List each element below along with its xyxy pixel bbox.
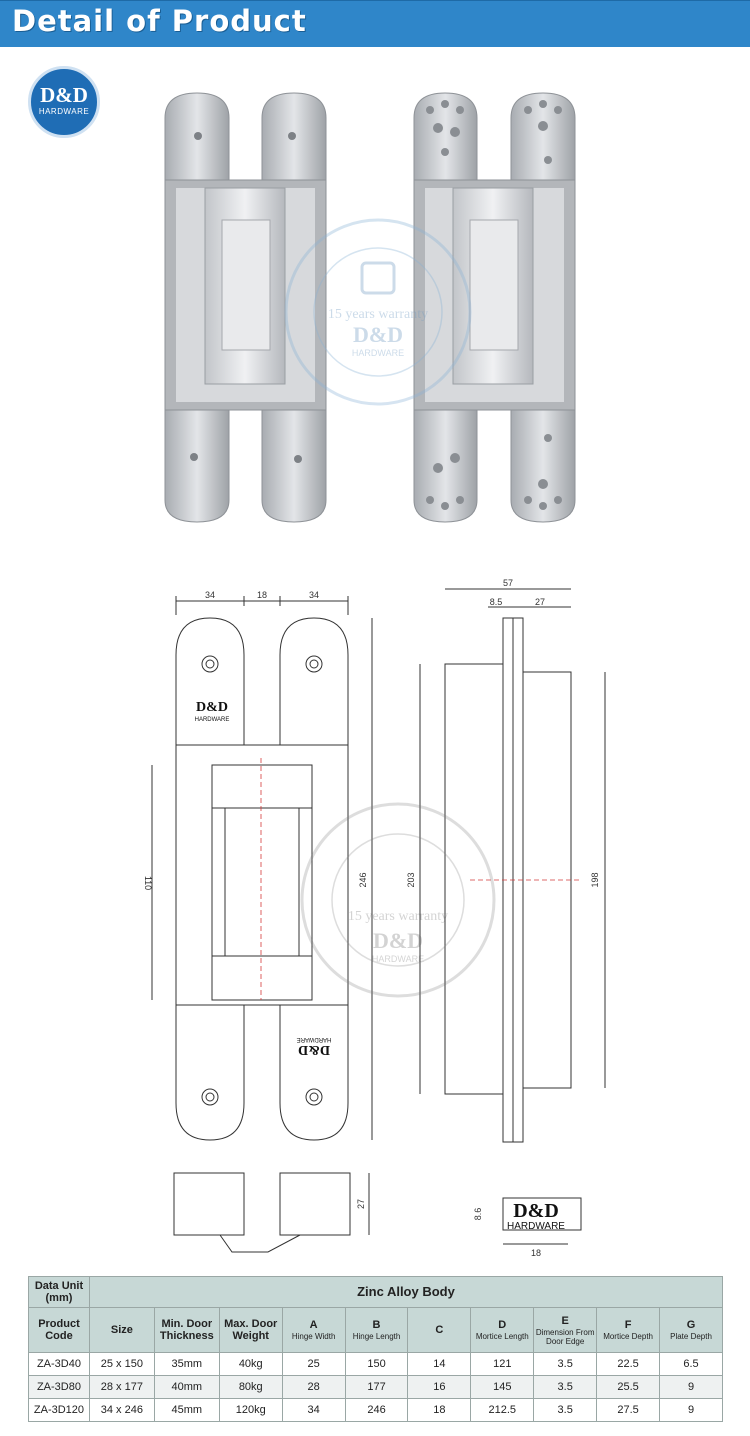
cell-size: 34 x 246: [88, 1398, 155, 1422]
dim-legend-86: 8.6: [473, 1208, 483, 1221]
cell-c: 18: [407, 1398, 472, 1422]
watermark-main: D&D: [353, 322, 403, 347]
dim-top-left: 34: [205, 590, 215, 600]
watermark-drawing: 15 years warranty D&D HARDWARE: [300, 802, 496, 998]
dim-side-a: 8.5: [490, 597, 503, 607]
cell-a: 28: [281, 1375, 346, 1399]
dim-top-right: 34: [309, 590, 319, 600]
cell-max: 120kg: [218, 1398, 283, 1422]
technical-drawing: 15 years warranty D&D HARDWARE 34 18 34 …: [143, 578, 606, 1258]
legend-logo-main: D&D: [513, 1200, 559, 1222]
plate-bottom-right: [279, 1005, 349, 1141]
dim-legend-18: 18: [531, 1248, 541, 1258]
plate-logo-sub-flipped: HARDWARE: [297, 1036, 332, 1042]
cell-f: 27.5: [596, 1398, 661, 1422]
cell-code: ZA-3D120: [28, 1398, 90, 1422]
cell-g: 6.5: [659, 1352, 723, 1376]
cell-max: 80kg: [218, 1375, 283, 1399]
cell-a: 34: [281, 1398, 346, 1422]
cell-code: ZA-3D40: [28, 1352, 90, 1376]
cell-f: 22.5: [596, 1352, 661, 1376]
legend-logo-sub: HARDWARE: [507, 1221, 565, 1232]
cell-f: 25.5: [596, 1375, 661, 1399]
cell-e: 3.5: [533, 1352, 598, 1376]
cell-c: 14: [407, 1352, 472, 1376]
cell-b: 150: [344, 1352, 409, 1376]
watermark-drawing-warranty: 15 years warranty: [348, 909, 448, 924]
dim-top-mid: 18: [257, 590, 267, 600]
cell-g: 9: [659, 1375, 723, 1399]
th-product-code: Product Code: [28, 1307, 90, 1353]
cell-e: 3.5: [533, 1398, 598, 1422]
plate-logo-sub: HARDWARE: [195, 717, 230, 723]
dim-height-198: 198: [590, 872, 600, 887]
plate-top-right: [279, 617, 349, 745]
table-data-unit: Data Unit (mm): [28, 1276, 90, 1308]
cell-a: 25: [281, 1352, 346, 1376]
spec-table: Data Unit (mm) Zinc Alloy Body Product C…: [28, 1276, 724, 1422]
dim-side-width: 57: [503, 578, 513, 588]
th-size: Size: [88, 1307, 155, 1353]
cell-b: 246: [344, 1398, 409, 1422]
dim-side-b: 27: [535, 597, 545, 607]
hinge-photo-front: [164, 92, 327, 523]
hinge-photo-back: [413, 92, 576, 523]
watermark-photo: 15 years warranty D&D HARDWARE: [284, 218, 472, 406]
cell-max: 40kg: [218, 1352, 283, 1376]
cell-code: ZA-3D80: [28, 1375, 90, 1399]
cell-min: 35mm: [153, 1352, 220, 1376]
table-body-title: Zinc Alloy Body: [88, 1276, 724, 1308]
cell-e: 3.5: [533, 1375, 598, 1399]
dim-height-203: 203: [406, 872, 416, 887]
th-c: C: [407, 1307, 472, 1353]
brand-logo-sub: HARDWARE: [38, 107, 90, 116]
cell-size: 25 x 150: [88, 1352, 155, 1376]
brand-logo-main: D&D: [40, 83, 88, 107]
th-max-door: Max. Door Weight: [218, 1307, 283, 1353]
cell-d: 145: [470, 1375, 535, 1399]
plate-logo-main: D&D: [196, 700, 228, 715]
brand-logo: D&D HARDWARE: [28, 66, 100, 138]
watermark-warranty: 15 years warranty: [328, 307, 428, 322]
cell-c: 16: [407, 1375, 472, 1399]
cell-size: 28 x 177: [88, 1375, 155, 1399]
cell-min: 40mm: [153, 1375, 220, 1399]
cell-min: 45mm: [153, 1398, 220, 1422]
plate-logo-main-flipped: D&D: [298, 1042, 330, 1057]
cell-g: 9: [659, 1398, 723, 1422]
watermark-drawing-main: D&D: [373, 928, 423, 953]
product-photos: 15 years warranty D&D HARDWARE: [164, 92, 576, 523]
dim-height-110: 110: [143, 876, 153, 890]
cell-b: 177: [344, 1375, 409, 1399]
cell-d: 212.5: [470, 1398, 535, 1422]
watermark-drawing-sub: HARDWARE: [372, 954, 424, 964]
dim-height-246: 246: [358, 872, 368, 887]
cell-d: 121: [470, 1352, 535, 1376]
watermark-sub: HARDWARE: [352, 348, 404, 358]
side-plate: [444, 663, 504, 1095]
plate-bottom-left: [175, 1005, 245, 1141]
plate-top-left: [175, 617, 245, 745]
th-min-door: Min. Door Thickness: [153, 1307, 220, 1353]
header-bar: Detail of Product: [0, 0, 750, 47]
page-title: Detail of Product: [12, 4, 307, 38]
dim-bottom-27: 27: [356, 1199, 366, 1209]
